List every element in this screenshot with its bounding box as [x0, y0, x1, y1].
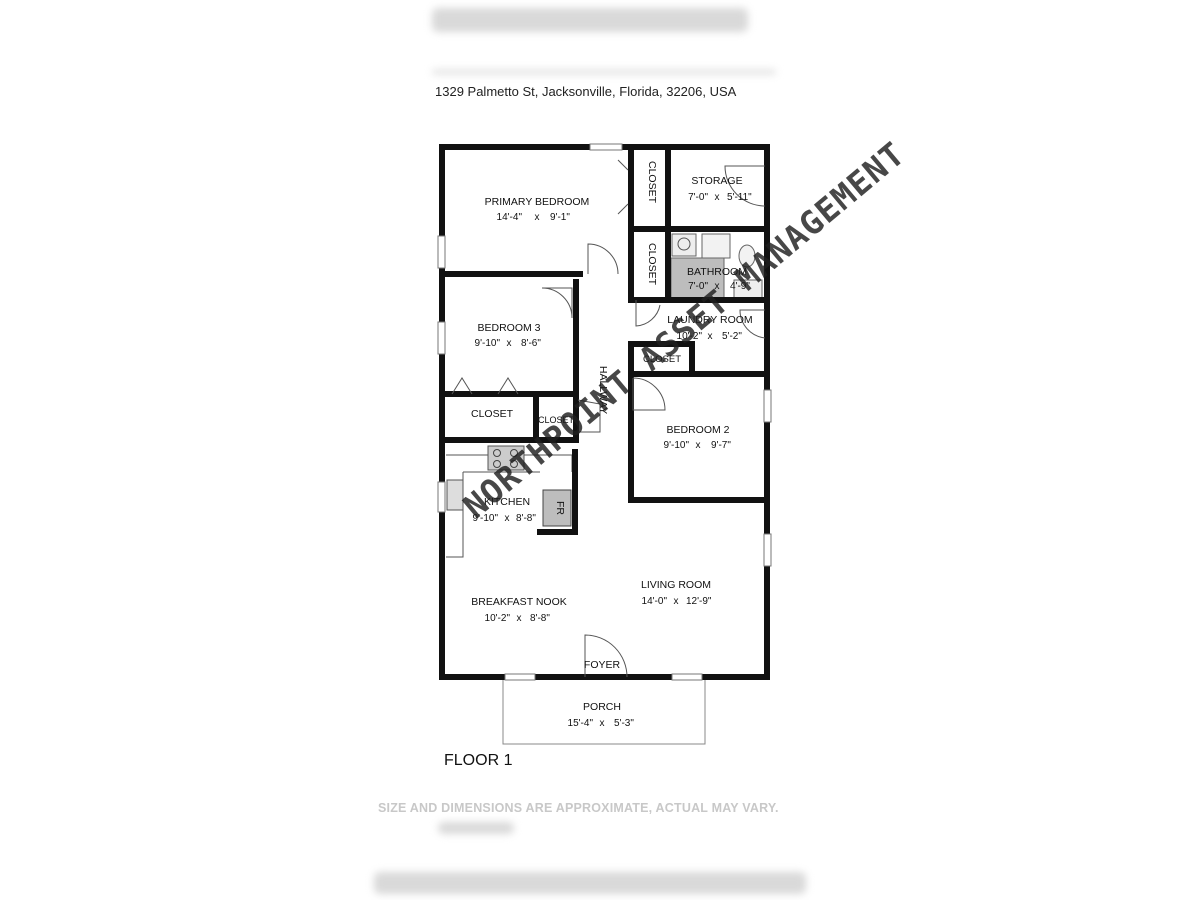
closet-label: CLOSET	[538, 415, 575, 425]
bathroom-label: BATHROOM	[687, 266, 747, 278]
bathroom-dim-a: 7'-0"	[688, 281, 708, 292]
porch-area	[502, 676, 706, 745]
primary-bedroom-label: PRIMARY BEDROOM	[485, 196, 590, 208]
blurred-footer-text	[374, 872, 806, 894]
porch-times: x	[600, 718, 605, 729]
bedroom-2-dim-a: 9'-10"	[664, 440, 690, 451]
storage-label: STORAGE	[691, 175, 742, 187]
foyer-label: FOYER	[584, 659, 621, 671]
blurred-footer-mark	[438, 822, 514, 834]
storage-dim-b: 5'-11"	[727, 192, 752, 203]
bedroom-2-times: x	[696, 440, 701, 451]
closet-label: CLOSET	[646, 161, 658, 204]
kitchen-dim-b: 8'-8"	[516, 513, 536, 524]
kitchen-label: KITCHEN	[484, 496, 530, 508]
bedroom-2-label: BEDROOM 2	[666, 424, 729, 436]
breakfast-nook-times: x	[517, 613, 522, 624]
porch-dim-a: 15'-4"	[568, 718, 594, 729]
doors	[451, 159, 766, 678]
disclaimer: SIZE AND DIMENSIONS ARE APPROXIMATE, ACT…	[378, 801, 779, 815]
storage-dim-a: 7'-0"	[688, 192, 708, 203]
kitchen-dim-a: 9'-10"	[473, 513, 499, 524]
bedroom-3-label: BEDROOM 3	[477, 322, 540, 334]
bedroom-2-dim-b: 9'-7"	[711, 440, 731, 451]
living-room-dim-a: 14'-0"	[642, 596, 668, 607]
bathroom-times: x	[715, 281, 720, 292]
windows	[437, 143, 772, 681]
breakfast-nook-label: BREAKFAST NOOK	[471, 596, 567, 608]
living-room-dim-b: 12'-9"	[686, 596, 712, 607]
blurred-divider	[432, 70, 776, 74]
porch-dim-b: 5'-3"	[614, 718, 634, 729]
closet-label: CLOSET	[471, 408, 514, 420]
breakfast-nook-dim-b: 8'-8"	[530, 613, 550, 624]
bedroom-3-times: x	[507, 338, 512, 349]
storage-times: x	[715, 192, 720, 203]
bathroom-fixtures	[670, 233, 763, 299]
hallway-label: HALLWAY	[597, 366, 609, 414]
bedroom-3-dim-b: 8'-6"	[521, 338, 541, 349]
bathroom-dim-b: 4'-9"	[730, 281, 750, 292]
primary-bedroom-dim-a: 14'-4"	[497, 212, 523, 223]
porch-label: PORCH	[583, 701, 621, 713]
kitchen-times: x	[505, 513, 510, 524]
laundry-room-label: LAUNDRY ROOM	[667, 314, 752, 326]
laundry-room-dim-b: 5'-2"	[722, 331, 742, 342]
living-room-times: x	[674, 596, 679, 607]
floor-label: FLOOR 1	[444, 752, 513, 769]
closet-label: CLOSET	[643, 354, 681, 365]
breakfast-nook-dim-a: 10'-2"	[485, 613, 511, 624]
laundry-room-dim-a: 10'-2"	[677, 331, 703, 342]
fridge-label: FR	[554, 501, 566, 515]
primary-bedroom-dim-b: 9'-1"	[550, 212, 570, 223]
bedroom-3-dim-a: 9'-10"	[475, 338, 501, 349]
closet-label: CLOSET	[646, 243, 658, 286]
laundry-room-times: x	[708, 331, 713, 342]
property-address: 1329 Palmetto St, Jacksonville, Florida,…	[435, 84, 737, 99]
living-room-label: LIVING ROOM	[641, 579, 711, 591]
blurred-header-text	[432, 8, 748, 32]
primary-bedroom-times: x	[535, 212, 540, 223]
